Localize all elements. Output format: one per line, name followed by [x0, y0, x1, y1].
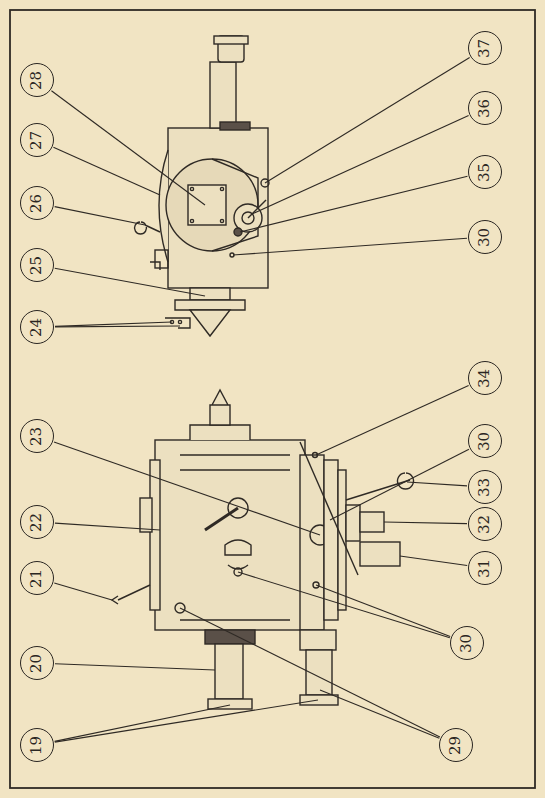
callout-circle: 37	[468, 31, 502, 65]
callout-number: 29	[449, 735, 464, 754]
callout-number: 26	[30, 193, 45, 212]
callout-number: 37	[478, 38, 493, 57]
leader-line	[55, 325, 180, 327]
leader-line	[320, 690, 439, 738]
callout-number: 34	[478, 368, 493, 387]
callout-circle: 29	[439, 728, 473, 762]
leader-line	[53, 147, 160, 195]
leader-line	[384, 522, 467, 524]
callout-circle: 30	[450, 626, 484, 660]
callout-number: 32	[478, 514, 493, 533]
callout-number: 23	[30, 426, 45, 445]
leader-line	[55, 700, 318, 742]
leader-line	[238, 572, 450, 638]
leader-line	[180, 608, 440, 737]
leader-line	[316, 385, 469, 455]
callout-number: 24	[30, 317, 45, 336]
callout-number: 19	[30, 735, 45, 754]
callout-circle: 27	[20, 123, 54, 157]
leader-line	[54, 442, 320, 535]
callout-circle: 32	[468, 507, 502, 541]
callout-circle: 21	[20, 561, 54, 595]
side-view	[112, 390, 414, 709]
callout-circle: 30	[468, 424, 502, 458]
callout-number: 28	[30, 70, 45, 89]
callout-circle: 33	[468, 470, 502, 504]
callout-circle: 30	[468, 220, 502, 254]
leader-line	[407, 482, 467, 486]
leader-line	[240, 176, 468, 232]
top-view	[135, 36, 270, 336]
leader-line	[330, 449, 469, 520]
leader-line	[265, 57, 470, 183]
leader-line	[55, 207, 145, 225]
callout-circle: 26	[20, 186, 54, 220]
leader-line	[252, 115, 469, 214]
leader-line	[316, 585, 450, 637]
callout-circle: 24	[20, 310, 54, 344]
callout-number: 30	[460, 633, 475, 652]
callout-number: 25	[30, 255, 45, 274]
leader-line	[55, 705, 230, 741]
callout-circle: 34	[468, 361, 502, 395]
callout-circle: 35	[468, 155, 502, 189]
leader-line	[55, 664, 215, 670]
callout-number: 30	[478, 227, 493, 246]
leader-line	[233, 238, 467, 255]
callout-circle: 22	[20, 505, 54, 539]
leader-line	[54, 583, 112, 600]
callout-number: 35	[478, 162, 493, 181]
callout-number: 36	[478, 98, 493, 117]
callout-number: 27	[30, 130, 45, 149]
callout-circle: 36	[468, 91, 502, 125]
callout-circle: 31	[468, 551, 502, 585]
callout-number: 21	[30, 568, 45, 587]
callout-number: 33	[478, 477, 493, 496]
leader-line	[55, 523, 160, 530]
callout-number: 31	[478, 558, 493, 577]
leader-line	[51, 91, 205, 205]
frame	[10, 10, 535, 788]
callout-number: 20	[30, 653, 45, 672]
callout-number: 22	[30, 512, 45, 531]
leader-line	[55, 268, 205, 296]
callout-circle: 23	[20, 419, 54, 453]
callout-circle: 20	[20, 646, 54, 680]
callout-circle: 25	[20, 248, 54, 282]
leader-line	[400, 556, 467, 565]
callout-circle: 19	[20, 728, 54, 762]
callout-circle: 28	[20, 63, 54, 97]
callout-number: 30	[478, 431, 493, 450]
